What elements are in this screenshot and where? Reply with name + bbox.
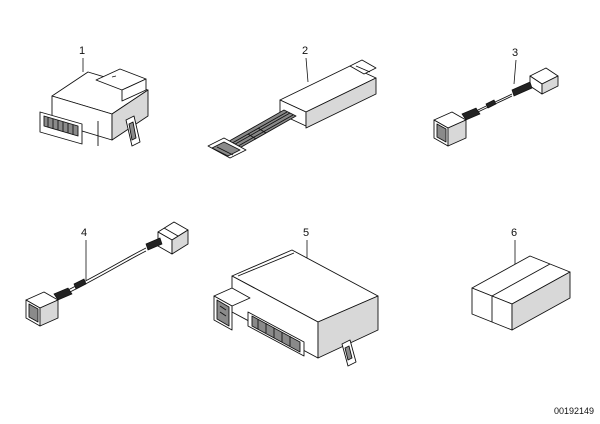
part-5: 5 xyxy=(213,227,379,367)
module-with-ribbon-cable-icon xyxy=(207,59,377,159)
callout-1: 1 xyxy=(79,45,85,57)
part-4: 4 xyxy=(25,221,189,327)
control-module-icon xyxy=(213,249,379,367)
carton-box-icon xyxy=(471,255,571,331)
leader-line-2 xyxy=(305,57,309,83)
diagram-reference-number: 00192149 xyxy=(554,406,594,416)
part-3: 3 xyxy=(433,47,559,147)
part-1: 1 xyxy=(39,45,149,147)
control-unit-with-connector-icon xyxy=(39,68,149,147)
long-adapter-lead-icon xyxy=(25,221,189,327)
callout-6: 6 xyxy=(511,227,517,239)
callout-2: 2 xyxy=(302,45,308,57)
callout-5: 5 xyxy=(303,227,309,239)
short-adapter-lead-icon xyxy=(433,67,559,147)
callout-3: 3 xyxy=(512,47,518,59)
part-2: 2 xyxy=(207,45,377,159)
callout-4: 4 xyxy=(81,227,87,239)
leader-line-3 xyxy=(513,59,517,85)
part-6: 6 xyxy=(471,227,571,331)
